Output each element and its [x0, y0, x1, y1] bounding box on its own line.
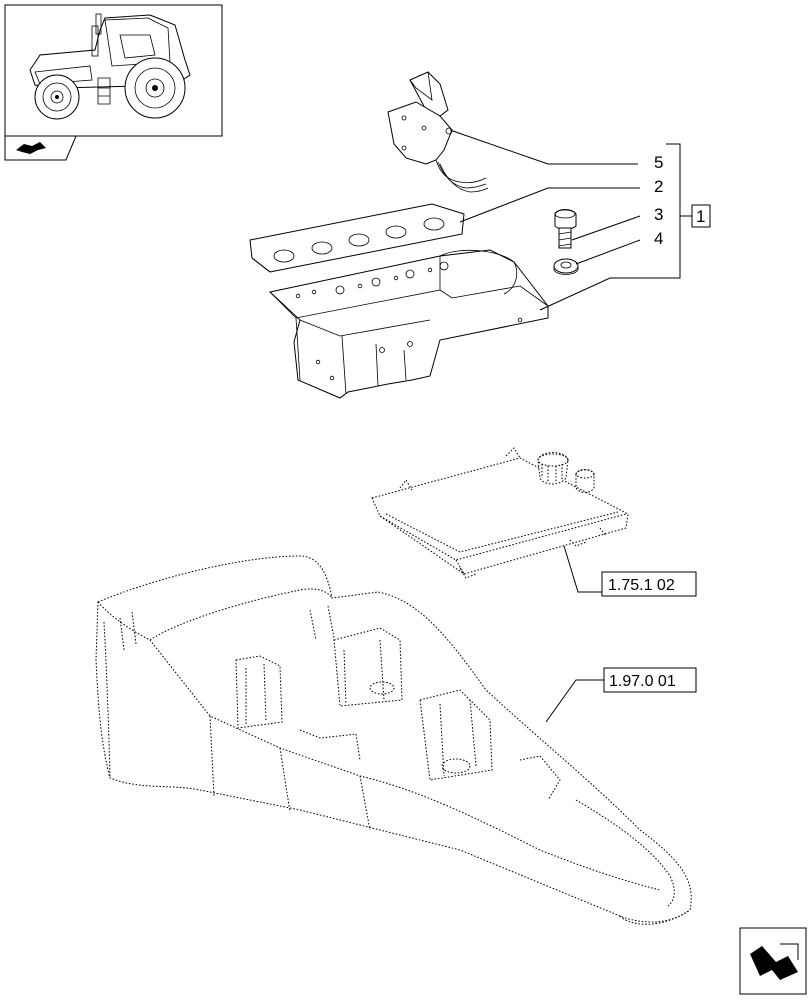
callout-3: 3	[654, 205, 663, 224]
leader-ref-b	[545, 679, 604, 723]
control-module-part	[371, 447, 629, 579]
next-page-arrow-icon[interactable]	[739, 927, 807, 995]
gasket-plate-part	[249, 203, 465, 273]
washer-part	[553, 258, 579, 275]
support-bracket-part	[268, 249, 549, 399]
pedal-part	[387, 71, 489, 193]
console-housing-part	[95, 555, 692, 925]
leader-1-bracket	[539, 143, 681, 311]
screw-part	[554, 209, 577, 249]
reference-box-a[interactable]: 1.75.1 02	[601, 571, 697, 597]
callout-5: 5	[654, 153, 663, 172]
reference-b[interactable]: 1.97.0 01	[609, 673, 676, 690]
leader-ref-a	[563, 545, 602, 593]
leader-2	[459, 187, 640, 223]
reference-a[interactable]: 1.75.1 02	[608, 577, 675, 594]
leader-5	[449, 129, 638, 165]
tractor-thumbnail-icon[interactable]	[4, 4, 223, 137]
leader-3	[571, 215, 641, 241]
callout-1: 1	[696, 207, 705, 226]
reference-box-b[interactable]: 1.97.0 01	[603, 667, 697, 693]
callout-2: 2	[654, 177, 663, 196]
leader-4	[575, 239, 641, 265]
callout-1-box: 1	[691, 204, 711, 228]
callout-4: 4	[654, 229, 663, 248]
section-arrow-icon[interactable]	[4, 135, 77, 161]
